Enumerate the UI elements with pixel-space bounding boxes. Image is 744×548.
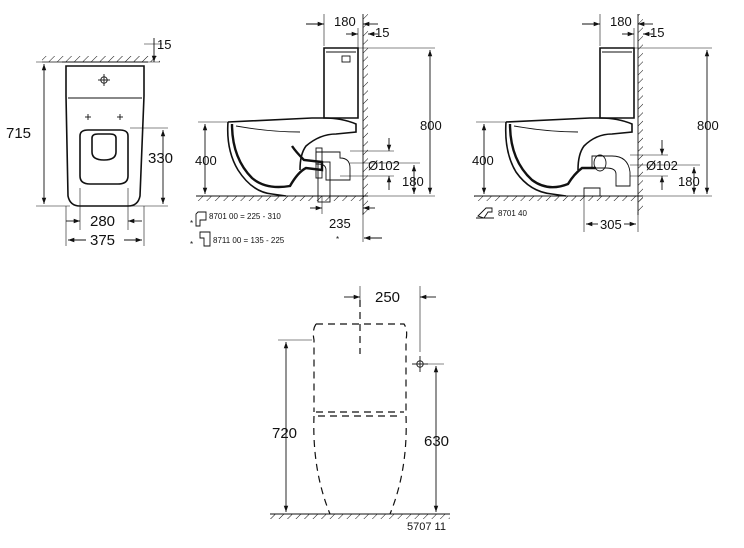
dim-left-outlet-distance: 235: [329, 216, 351, 231]
dim-right-outlet-diameter: Ø102: [646, 158, 678, 173]
top-view: 15 715 330 280 375: [6, 37, 173, 249]
accessory-pipe-icon-2: [199, 231, 211, 247]
dim-right-outlet-distance: 305: [600, 217, 622, 232]
flush-button-symbol: [98, 74, 110, 86]
dim-top-inner-width: 280: [90, 213, 115, 230]
dim-top-width: 375: [90, 232, 115, 249]
dim-right-gap: 15: [650, 25, 664, 40]
accessory-pipe-icon-1: [195, 211, 207, 227]
dim-left-gap: 15: [375, 25, 389, 40]
accessory-1-asterisk: *: [190, 219, 193, 228]
dim-right-cistern-depth: 180: [610, 14, 632, 29]
accessory-2-text: 8711 00 = 135 - 225: [213, 236, 285, 245]
accessory-3-text: 8701 40: [498, 209, 527, 218]
dim-top-depth: 715: [6, 125, 31, 142]
side-view-left: 180 15 800 400 Ø102 180 235 *: [190, 14, 442, 249]
side-view-right: 180 15 800 400 Ø102 180 305: [472, 14, 719, 232]
accessory-1-text: 8701 00 = 225 - 310: [209, 212, 281, 221]
dim-left-outlet-height: 180: [402, 174, 424, 189]
dim-left-asterisk: *: [336, 235, 339, 244]
dim-right-rim-height: 400: [472, 153, 494, 168]
dim-left-height: 800: [420, 118, 442, 133]
fixing-point-symbol: [412, 356, 428, 372]
dim-right-height: 800: [697, 118, 719, 133]
dim-top-seat-depth: 330: [148, 150, 173, 167]
dim-front-total-height: 720: [272, 425, 297, 442]
dim-front-fixing-height: 630: [424, 433, 449, 450]
dim-top-offset: 15: [157, 37, 171, 52]
dim-left-cistern-depth: 180: [334, 14, 356, 29]
dim-front-width: 250: [375, 289, 400, 306]
dim-left-rim-height: 400: [195, 153, 217, 168]
accessory-2-asterisk: *: [190, 240, 193, 249]
seat-fixing-crosses: [85, 114, 123, 120]
accessory-pipe-icon-3: [476, 207, 494, 219]
dim-right-outlet-height: 180: [678, 174, 700, 189]
dim-left-outlet-diameter: Ø102: [368, 158, 400, 173]
front-view: 250 720 630: [270, 286, 450, 519]
product-code: 5707 11: [407, 521, 446, 533]
